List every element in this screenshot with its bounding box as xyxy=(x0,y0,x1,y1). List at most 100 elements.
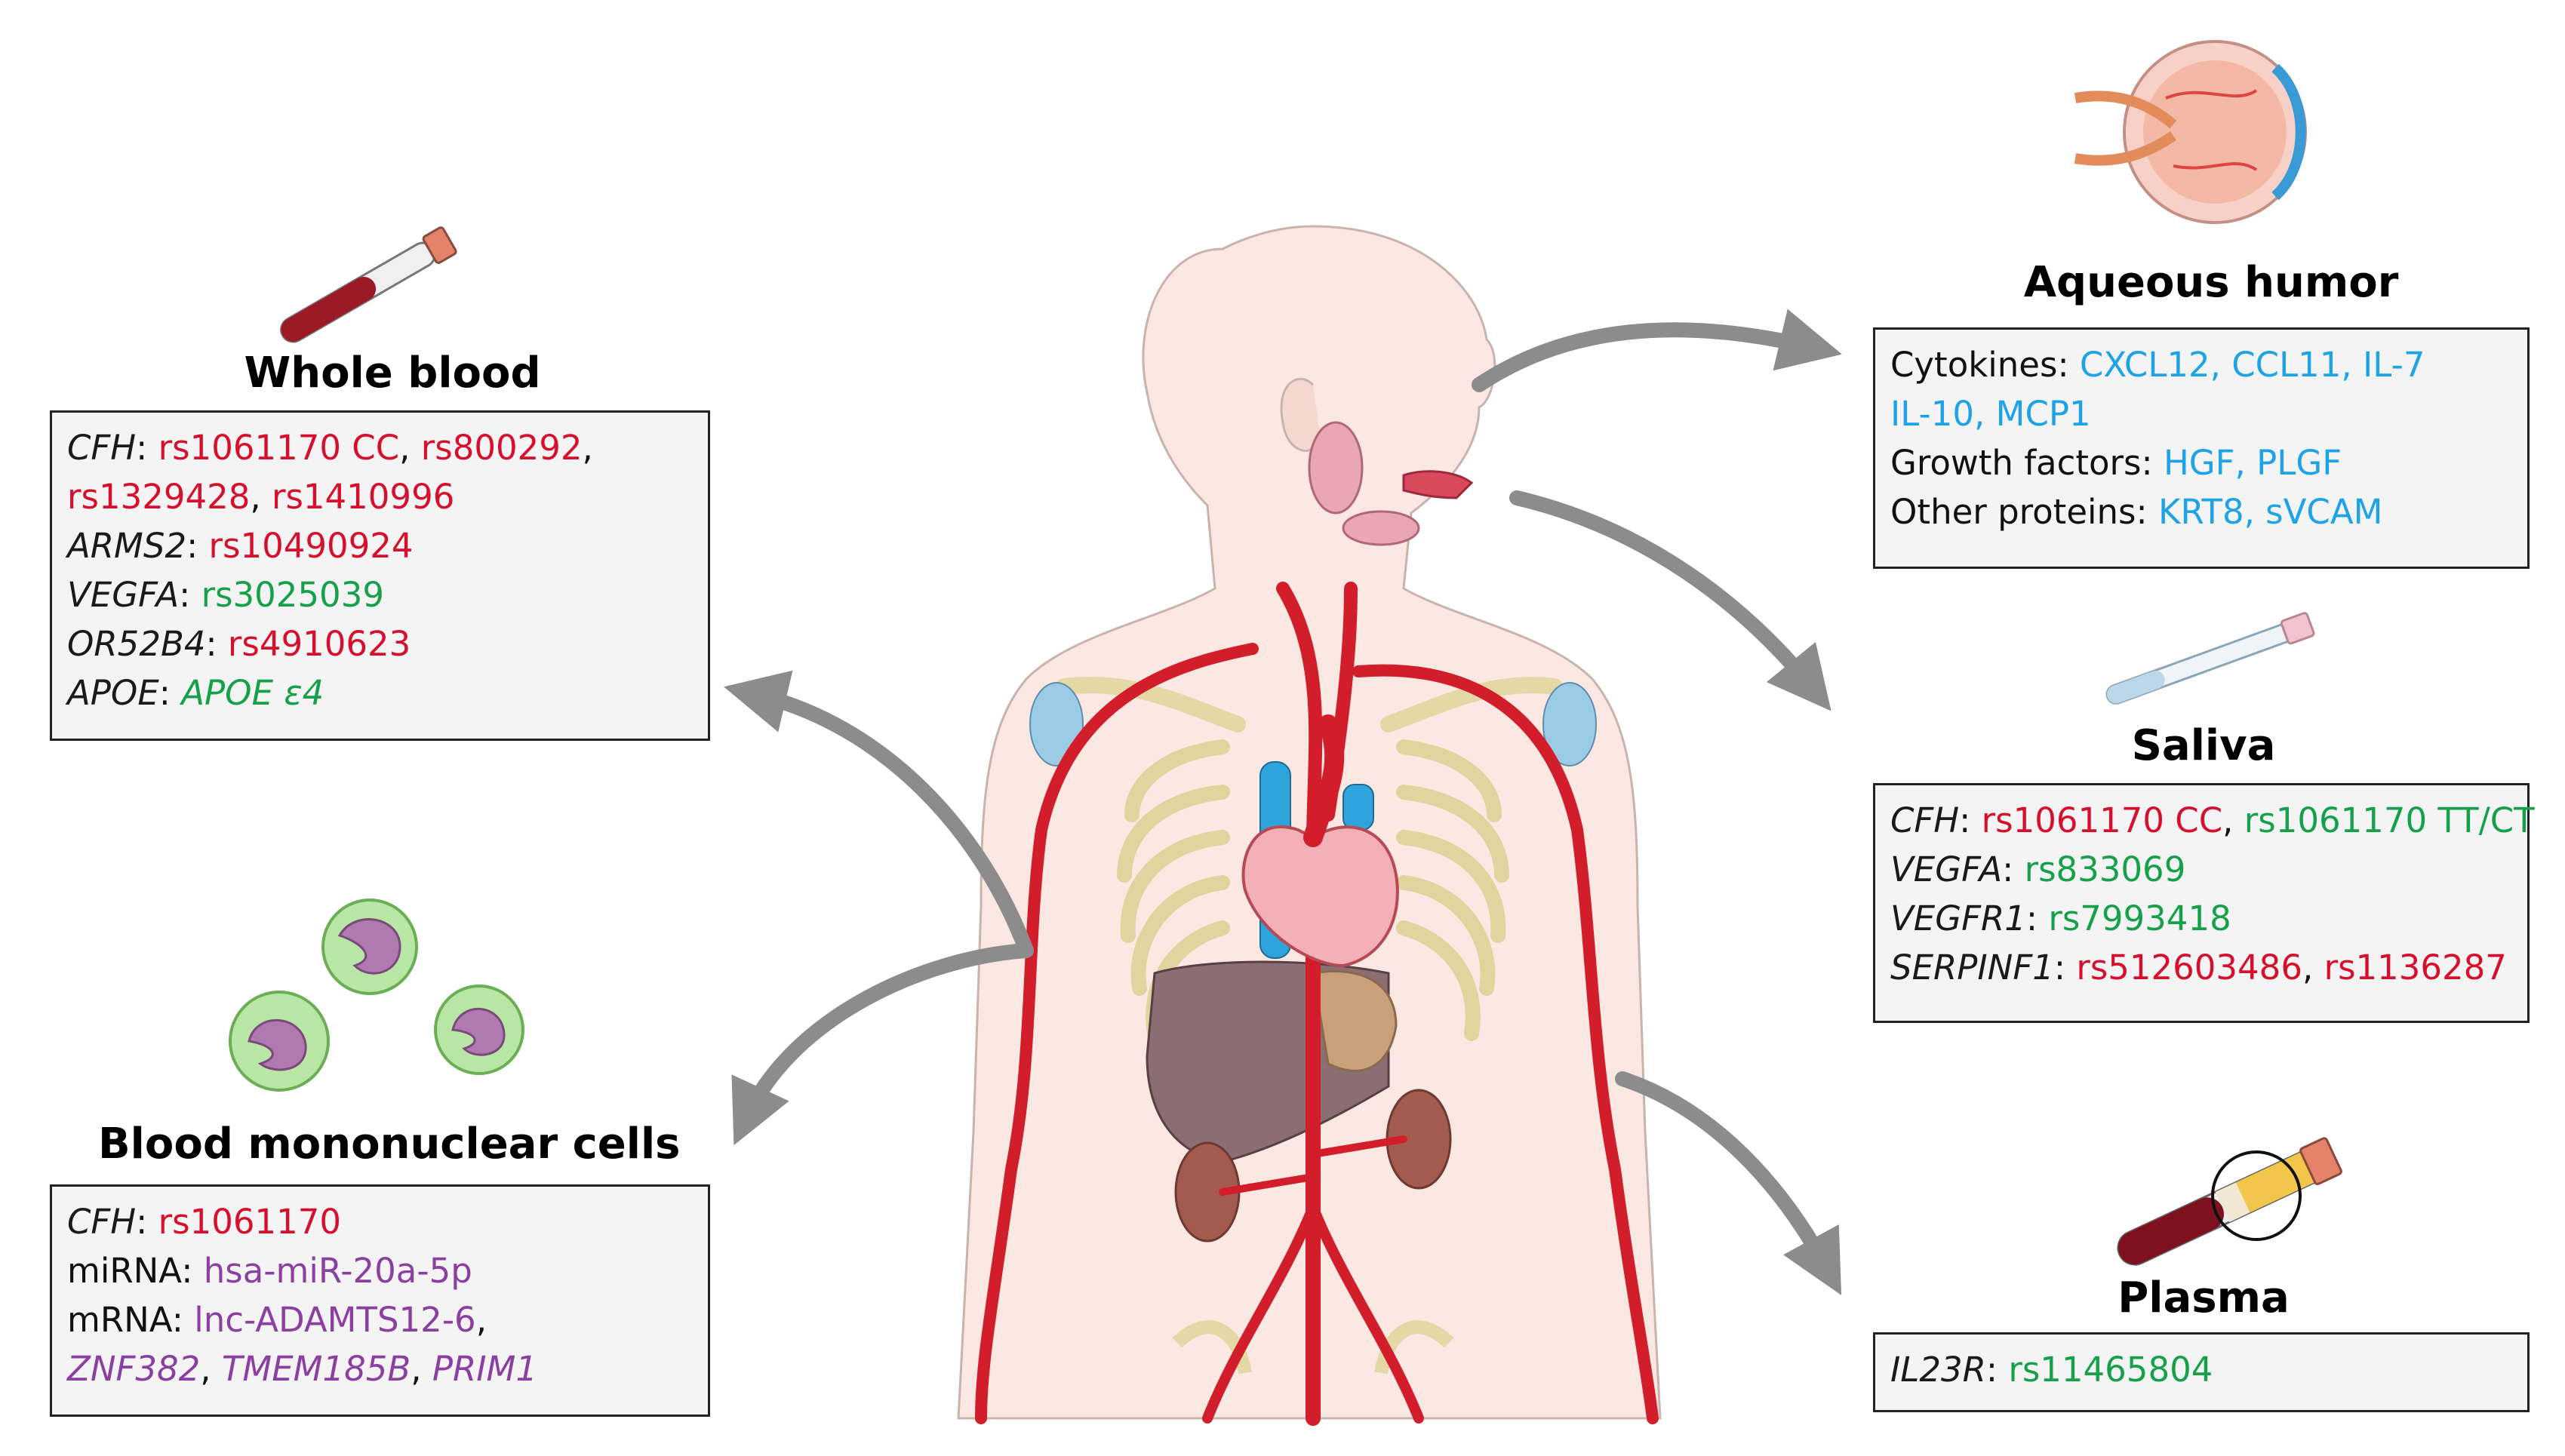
biomarker: HGF, PLGF xyxy=(2163,443,2342,483)
separator: : xyxy=(2025,898,2049,938)
biomarker: rs833069 xyxy=(2024,849,2186,889)
biomarker: rs512603486 xyxy=(2076,948,2302,988)
box-line: APOE: APOE ε4 xyxy=(67,668,693,717)
box-line: OR52B4: rs4910623 xyxy=(67,619,693,668)
separator: : xyxy=(136,428,158,468)
arrow-to-pbmc xyxy=(731,943,1034,1146)
box-line: Growth factors: HGF, PLGF xyxy=(1890,438,2512,487)
whole-blood-box: CFH: rs1061170 CC, rs800292,rs1329428, r… xyxy=(50,410,710,741)
biomarker: rs1061170 xyxy=(158,1202,341,1242)
separator: , xyxy=(2302,948,2324,988)
plasma-box: IL23R: rs11465804 xyxy=(1873,1332,2530,1412)
aqueous-title: Aqueous humor xyxy=(2023,258,2399,307)
whole-blood-title: Whole blood xyxy=(244,349,541,398)
gene-name: ARMS2 xyxy=(67,526,187,566)
separator: , xyxy=(200,1349,222,1389)
separator: : xyxy=(171,1300,195,1340)
gene-name: VEGFA xyxy=(67,575,180,615)
biomarker: PRIM1 xyxy=(432,1349,537,1389)
biomarker: rs4910623 xyxy=(227,624,411,664)
box-line: SERPINF1: rs512603486, rs1136287 xyxy=(1890,943,2512,992)
separator: , xyxy=(411,1349,432,1389)
category-label: mRNA xyxy=(67,1300,172,1340)
saliva-tube-icon xyxy=(2105,612,2315,705)
mouth xyxy=(1402,470,1474,499)
biomarker: rs1410996 xyxy=(271,477,455,517)
mononuclear-cells-icon xyxy=(229,898,524,1092)
human-body-illustration xyxy=(957,225,1662,1426)
biomarker: CXCL12, CCL11, IL-7 xyxy=(2079,345,2425,385)
biomarker: IL-10, MCP1 xyxy=(1890,394,2091,434)
gene-name: CFH xyxy=(1890,800,1960,840)
separator: : xyxy=(179,575,201,615)
separator: : xyxy=(205,624,228,664)
arrow-to-saliva xyxy=(1509,490,1831,711)
separator: : xyxy=(2053,948,2077,988)
separator: : xyxy=(186,526,209,566)
blood-tube-icon xyxy=(280,226,457,343)
separator: : xyxy=(1959,800,1982,840)
separator: , xyxy=(250,477,272,517)
gene-name: VEGFR1 xyxy=(1890,898,2026,938)
box-line: Other proteins: KRT8, sVCAM xyxy=(1890,487,2512,536)
gene-name: OR52B4 xyxy=(67,624,206,664)
separator: : xyxy=(2136,492,2158,532)
biomarker: rs1329428 xyxy=(67,477,251,517)
category-label: Cytokines xyxy=(1890,345,2058,385)
biomarker: rs7993418 xyxy=(2048,898,2231,938)
separator: : xyxy=(158,673,182,713)
box-line: CFH: rs1061170 CC, rs1061170 TT/CT xyxy=(1890,796,2535,845)
gene-name: SERPINF1 xyxy=(1890,948,2054,988)
biomarker: rs3025039 xyxy=(201,575,384,615)
box-line: miRNA: hsa-miR-20a-5p xyxy=(67,1246,693,1295)
gene-name: CFH xyxy=(67,428,137,468)
gene-name: CFH xyxy=(67,1202,137,1242)
stomach xyxy=(1312,970,1398,1072)
category-label: miRNA xyxy=(67,1251,182,1291)
biomarker: rs1061170 TT/CT xyxy=(2244,800,2535,840)
biomarker: rs1061170 CC xyxy=(158,428,400,468)
plasma-highlight-circle xyxy=(2211,1150,2302,1241)
box-line: ZNF382, TMEM185B, PRIM1 xyxy=(67,1344,693,1393)
separator: : xyxy=(136,1202,158,1242)
box-line: VEGFA: rs833069 xyxy=(1890,845,2512,894)
saliva-title: Saliva xyxy=(2131,721,2276,770)
gene-name: APOE xyxy=(67,673,159,713)
pbmc-title: Blood mononuclear cells xyxy=(98,1120,681,1169)
biomarker: rs11465804 xyxy=(2008,1350,2213,1390)
box-line: mRNA: lnc-ADAMTS12-6, xyxy=(67,1295,693,1344)
box-line: IL-10, MCP1 xyxy=(1890,389,2512,438)
parotid-gland xyxy=(1308,421,1364,515)
biomarker: hsa-miR-20a-5p xyxy=(203,1251,472,1291)
arrow-to-whole-blood xyxy=(724,670,1034,958)
biomarker: rs10490924 xyxy=(208,526,414,566)
gene-name: VEGFA xyxy=(1890,849,2003,889)
biomarker: ZNF382 xyxy=(67,1349,201,1389)
box-line: VEGFA: rs3025039 xyxy=(67,570,693,619)
heart xyxy=(1241,825,1399,968)
biomarker: lnc-ADAMTS12-6 xyxy=(194,1300,476,1340)
separator: : xyxy=(2141,443,2164,483)
ear xyxy=(1280,377,1322,452)
biomarker: APOE ε4 xyxy=(181,673,324,713)
box-line: ARMS2: rs10490924 xyxy=(67,521,693,570)
arterial-system xyxy=(975,582,1659,1426)
gene-name: IL23R xyxy=(1890,1350,1986,1390)
biomarker: rs1136287 xyxy=(2324,948,2507,988)
separator: : xyxy=(1985,1350,2009,1390)
separator: , xyxy=(399,428,421,468)
separator: , xyxy=(475,1300,487,1340)
box-line: rs1329428, rs1410996 xyxy=(67,472,693,521)
plasma-title: Plasma xyxy=(2118,1273,2290,1322)
plasma-tube-icon xyxy=(2117,1137,2342,1266)
separator: : xyxy=(181,1251,204,1291)
box-line: CFH: rs1061170 CC, rs800292, xyxy=(67,423,693,472)
submandibular-gland xyxy=(1342,510,1420,546)
box-line: IL23R: rs11465804 xyxy=(1890,1345,2512,1394)
arrow-to-aqueous xyxy=(1472,309,1842,392)
biomarker: rs1061170 CC xyxy=(1981,800,2223,840)
